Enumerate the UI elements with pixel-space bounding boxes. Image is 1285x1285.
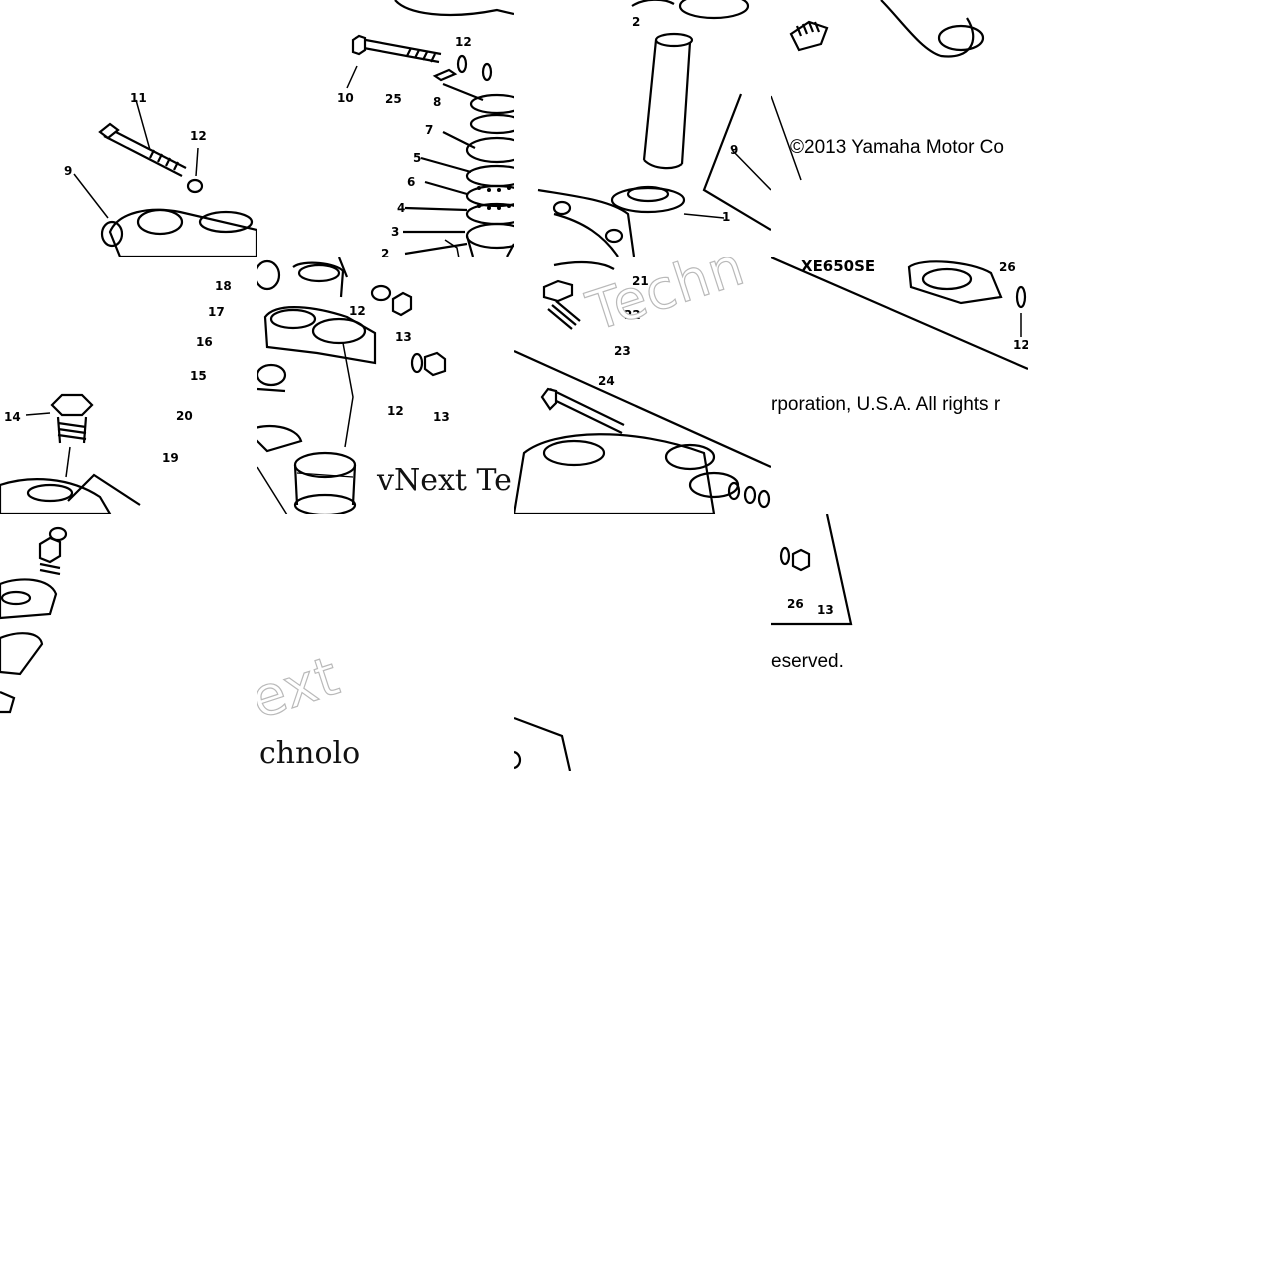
callout-2: 2 [632,15,641,29]
copyright-line-3: eserved. [771,651,844,672]
callout-8: 8 [433,95,442,109]
callout-2: 2 [381,247,390,257]
callout-6: 6 [407,175,416,189]
diagram-tile-c: 2 9 1 [514,0,771,257]
callout-26: 26 [787,597,804,611]
xe650se-nut-drawing [771,514,853,626]
model-label: XE650SE [801,257,876,275]
callout-26: 26 [999,260,1016,274]
diagram-tile-d: ©2013 Yamaha Motor Co [771,0,1028,257]
watermark-outline-text-2: ext [257,643,348,732]
callout-23: 23 [614,344,631,358]
lower-clamp-drawing [0,526,68,714]
handlebar-holder-drawing [257,257,447,514]
callout-12: 12 [349,304,366,318]
diagram-tile-h: XE650SE 26 12 rporation, U.S.A. All righ… [771,257,1028,514]
callout-14: 14 [4,410,21,424]
callout-11: 11 [130,91,147,105]
callout-10: 10 [337,91,354,105]
diagram-tile-j: ext chnolo [257,514,514,771]
callout-12: 12 [190,129,207,143]
copyright-line-2: rporation, U.S.A. All rights r [771,394,1001,415]
callout-12: 12 [1013,338,1028,352]
callout-12: 12 [387,404,404,418]
diagram-tile-l: 26 13 [771,514,855,642]
callout-13: 13 [395,330,412,344]
callout-1: 1 [722,210,731,224]
callout-25: 25 [385,92,402,106]
diagram-tile-a: 11 12 9 [0,0,257,257]
copyright-line-1: ©2013 Yamaha Motor Co [790,137,1004,158]
fork-pinch-bolt-drawing [0,393,141,514]
xe650se-bracket-drawing [771,257,1028,371]
diagram-tile-f: 12 13 12 13 vNext Te [257,257,514,514]
diagram-tile-b: 12 10 25 8 7 5 6 4 3 2 [257,0,514,257]
handlebar-clamp-drawing [73,99,257,257]
diagram-tile-k [514,514,771,771]
callout-22: 22 [624,308,641,322]
callout-4: 4 [397,201,406,215]
diagram-tile-i [0,514,257,771]
diagram-tile-g: 21 22 23 24 Techn [514,257,771,514]
upper-bracket-drawing [771,0,985,181]
callout-24: 24 [598,374,615,388]
callout-15: 15 [190,369,207,383]
callout-13: 13 [433,410,450,424]
callout-3: 3 [391,225,400,239]
callout-21: 21 [632,274,649,288]
callout-19: 19 [162,451,179,465]
frame-corner-drawing [514,716,572,771]
lower-bracket-fasteners-drawing [514,260,771,514]
callout-5: 5 [413,151,422,165]
callout-9: 9 [64,164,73,178]
callout-9: 9 [730,143,739,157]
watermark-serif-text-2: chnolo [259,736,361,771]
callout-16: 16 [196,335,213,349]
callout-17: 17 [208,305,225,319]
callout-13: 13 [817,603,834,617]
callout-20: 20 [176,409,193,423]
diagram-tile-e: 14 [0,257,257,514]
watermark-serif-text: vNext Te [377,463,512,498]
steering-stem-drawing [537,0,771,257]
steering-bearing-stack-drawing [346,0,514,257]
callout-7: 7 [425,123,434,137]
callout-18: 18 [215,279,232,293]
callout-12: 12 [455,35,472,49]
